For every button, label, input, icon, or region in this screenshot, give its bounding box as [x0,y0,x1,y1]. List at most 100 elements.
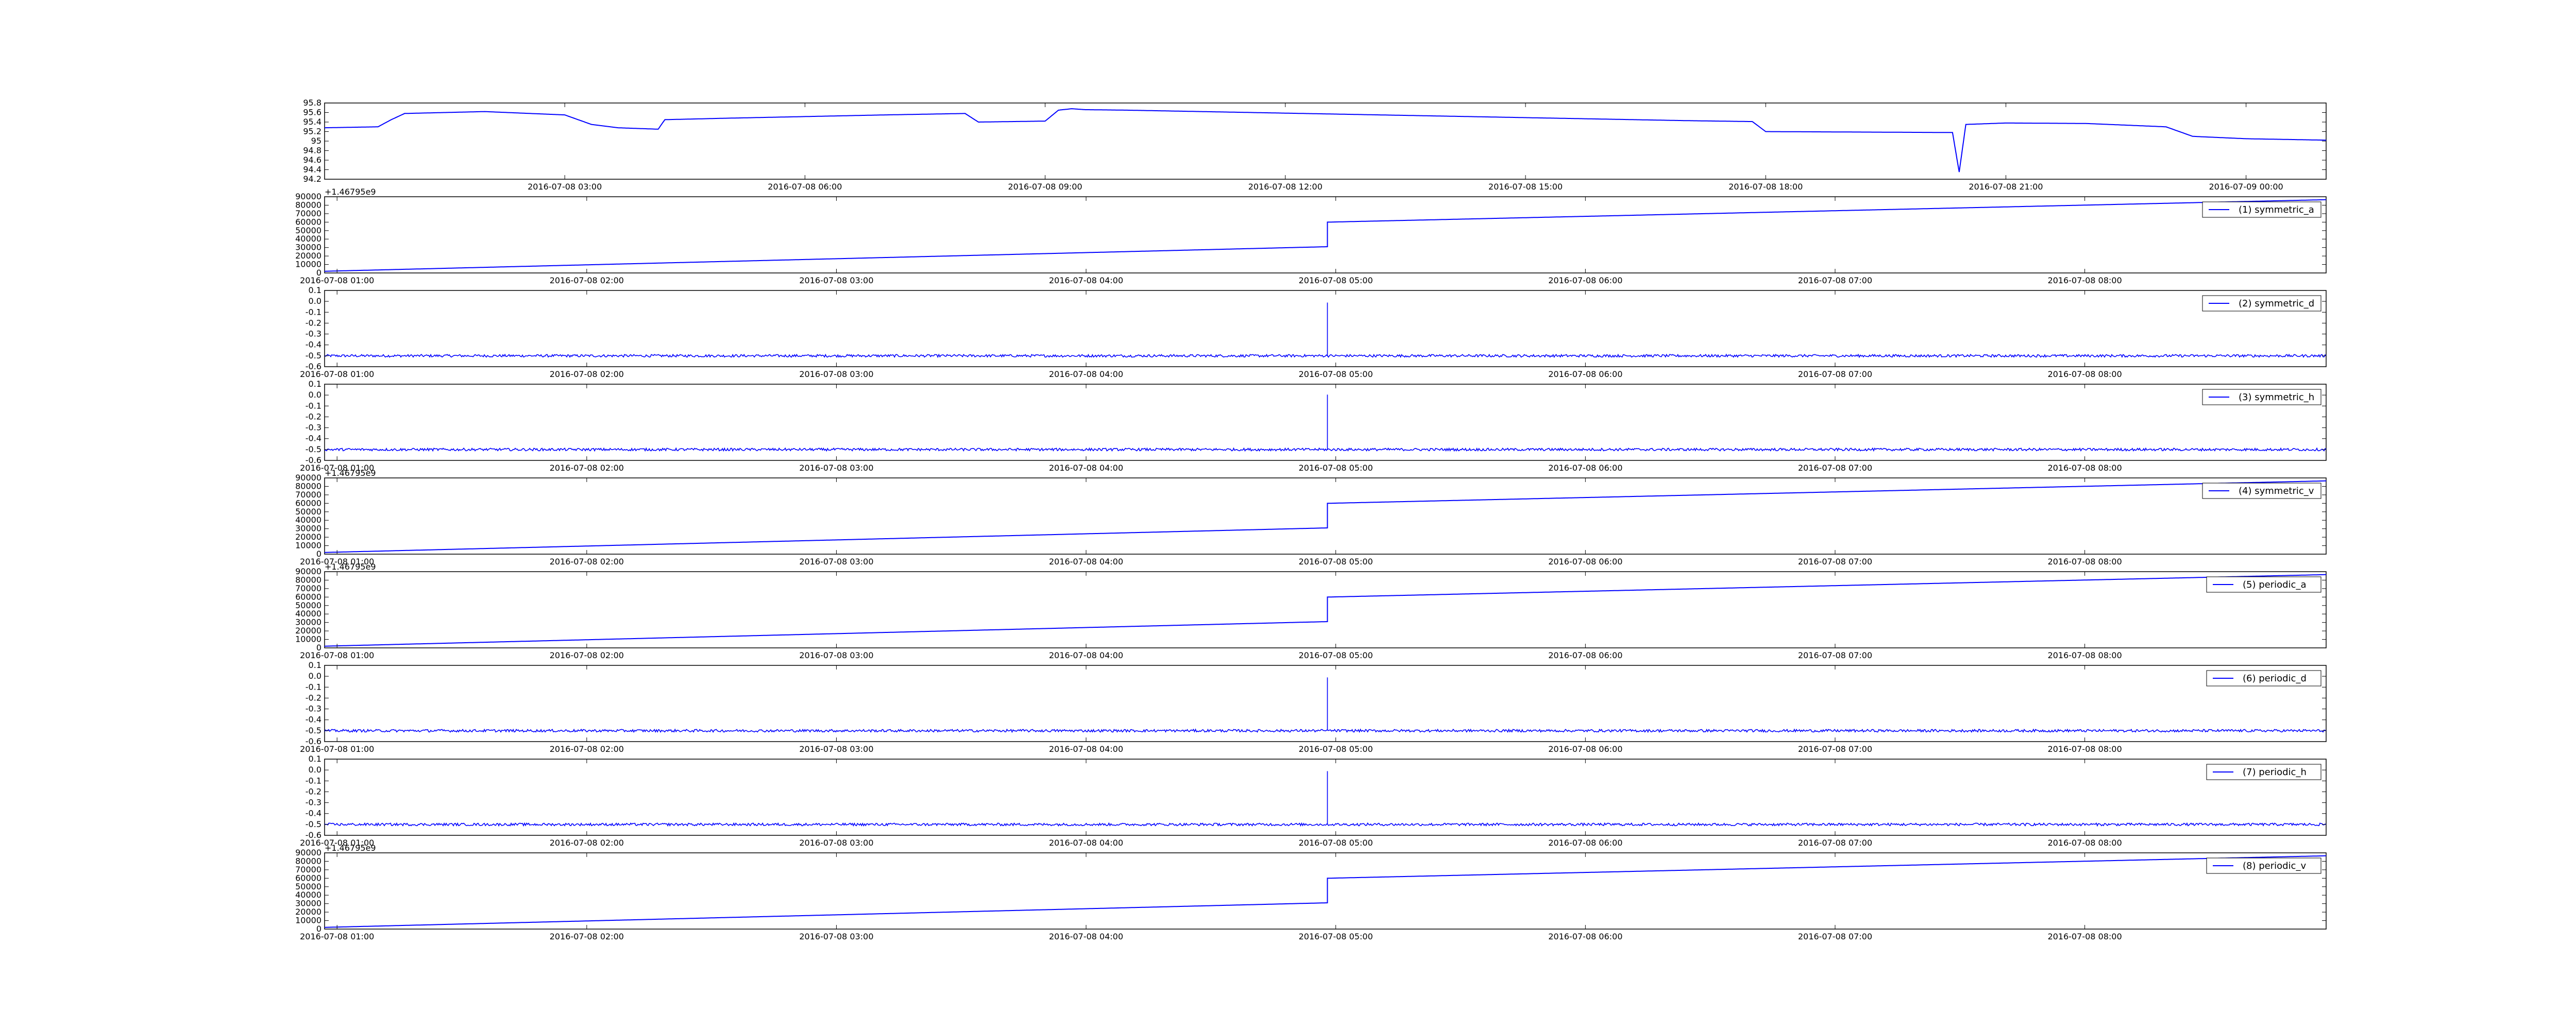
legend: (3) symmetric_h [2202,389,2321,405]
y-tick-label: -0.1 [306,776,321,785]
y-tick-label: 90000 [295,848,321,857]
y-tick-label: 40000 [295,234,321,244]
panel-8: -0.6-0.5-0.4-0.3-0.2-0.10.00.12016-07-08… [300,754,2327,848]
legend-label: (8) periodic_v [2243,861,2306,871]
legend-label: (7) periodic_h [2243,767,2307,778]
y-tick-label: 0.1 [309,285,321,295]
y-tick-label: 10000 [295,260,321,269]
x-tick-label: 2016-07-08 03:00 [799,838,873,848]
legend: (6) periodic_d [2206,670,2321,686]
x-tick-label: 2016-07-08 08:00 [2047,463,2122,473]
legend: (7) periodic_h [2206,764,2321,780]
y-tick-label: 50000 [295,600,321,610]
x-tick-label: 2016-07-08 03:00 [799,463,873,473]
axes-frame [324,102,2327,180]
y-tick-label: 95 [311,136,321,146]
x-tick-label: 2016-07-08 07:00 [1798,276,1872,285]
x-tick-label: 2016-07-08 05:00 [1299,557,1373,566]
legend: (8) periodic_v [2206,857,2321,874]
y-tick-label: 80000 [295,575,321,585]
x-tick-label: 2016-07-08 09:00 [1008,182,1082,192]
x-tick-label: 2016-07-08 08:00 [2047,276,2122,285]
y-tick-label: 20000 [295,626,321,636]
x-tick-label: 2016-07-08 03:00 [799,557,873,566]
panel-4: -0.6-0.5-0.4-0.3-0.2-0.10.00.12016-07-08… [300,379,2327,473]
y-tick-label: 70000 [295,865,321,874]
y-tick-label: -0.4 [306,809,321,818]
y-tick-label: 10000 [295,541,321,551]
x-tick-label: 2016-07-08 15:00 [1488,182,1563,192]
legend: (5) periodic_a [2206,576,2321,593]
y-tick-label: 10000 [295,634,321,644]
y-tick-label: -0.1 [306,307,321,317]
y-tick-label: 95.8 [303,98,321,108]
x-tick-label: 2016-07-08 07:00 [1798,744,1872,754]
panel-6: 0100002000030000400005000060000700008000… [295,562,2327,660]
y-tick-label: 80000 [295,481,321,491]
offset-text: +1.46795e9 [325,843,376,853]
series-line [324,677,2327,733]
x-tick-label: 2016-07-08 02:00 [550,744,624,754]
y-tick-label: 20000 [295,907,321,917]
legend-label: (2) symmetric_d [2239,298,2314,309]
y-tick-label: 0.1 [309,660,321,670]
y-tick-label: 40000 [295,515,321,525]
y-tick-label: 90000 [295,473,321,483]
x-tick-label: 2016-07-08 08:00 [2047,838,2122,848]
y-tick-label: 70000 [295,209,321,218]
x-tick-label: 2016-07-08 07:00 [1798,557,1872,566]
x-tick-label: 2016-07-08 02:00 [550,838,624,848]
axes-frame [324,852,2327,930]
x-tick-label: 2016-07-08 01:00 [300,557,374,566]
y-tick-label: 60000 [295,217,321,227]
y-tick-label: -0.3 [306,798,321,808]
x-tick-label: 2016-07-08 01:00 [300,932,374,941]
y-tick-label: 20000 [295,251,321,261]
x-tick-label: 2016-07-08 08:00 [2047,557,2122,566]
x-tick-label: 2016-07-08 07:00 [1798,838,1872,848]
axes-frame [324,384,2327,461]
x-tick-label: 2016-07-08 18:00 [1728,182,1803,192]
x-tick-label: 2016-07-08 04:00 [1049,557,1123,566]
x-tick-label: 2016-07-08 04:00 [1049,276,1123,285]
x-tick-label: 2016-07-08 02:00 [550,932,624,941]
x-tick-label: 2016-07-09 00:00 [2209,182,2283,192]
y-tick-label: -0.6 [306,736,321,746]
legend: (1) symmetric_a [2202,201,2321,218]
series-line [324,771,2327,827]
axes-frame [324,571,2327,648]
y-tick-label: -0.2 [306,411,321,421]
y-tick-label: 90000 [295,566,321,576]
y-tick-label: 95.4 [303,117,321,127]
x-tick-label: 2016-07-08 06:00 [1548,932,1622,941]
y-tick-label: 0 [316,268,321,278]
y-tick-label: 20000 [295,532,321,542]
legend-label: (6) periodic_d [2243,673,2307,684]
x-tick-label: 2016-07-08 06:00 [1548,744,1622,754]
y-tick-label: 40000 [295,890,321,900]
x-tick-label: 2016-07-08 01:00 [300,650,374,660]
y-tick-label: -0.3 [306,423,321,433]
x-tick-label: 2016-07-08 02:00 [550,276,624,285]
x-tick-label: 2016-07-08 07:00 [1798,369,1872,379]
x-tick-label: 2016-07-08 02:00 [550,557,624,566]
y-tick-label: 0 [316,643,321,653]
x-tick-label: 2016-07-08 05:00 [1299,463,1373,473]
y-tick-label: 94.4 [303,165,321,175]
x-tick-label: 2016-07-08 03:00 [799,369,873,379]
y-tick-label: 70000 [295,490,321,500]
panel-5: 0100002000030000400005000060000700008000… [295,468,2327,566]
y-tick-label: 0.0 [309,390,321,400]
y-tick-label: -0.2 [306,318,321,328]
x-tick-label: 2016-07-08 04:00 [1049,369,1123,379]
x-tick-label: 2016-07-08 07:00 [1798,463,1872,473]
axes-frame [324,759,2327,836]
y-tick-label: 0 [316,924,321,934]
x-tick-label: 2016-07-08 08:00 [2047,369,2122,379]
x-tick-label: 2016-07-08 05:00 [1299,276,1373,285]
y-tick-label: 60000 [295,873,321,883]
y-tick-label: 30000 [295,617,321,627]
offset-text: +1.46795e9 [325,187,376,197]
y-tick-label: 0.0 [309,765,321,775]
